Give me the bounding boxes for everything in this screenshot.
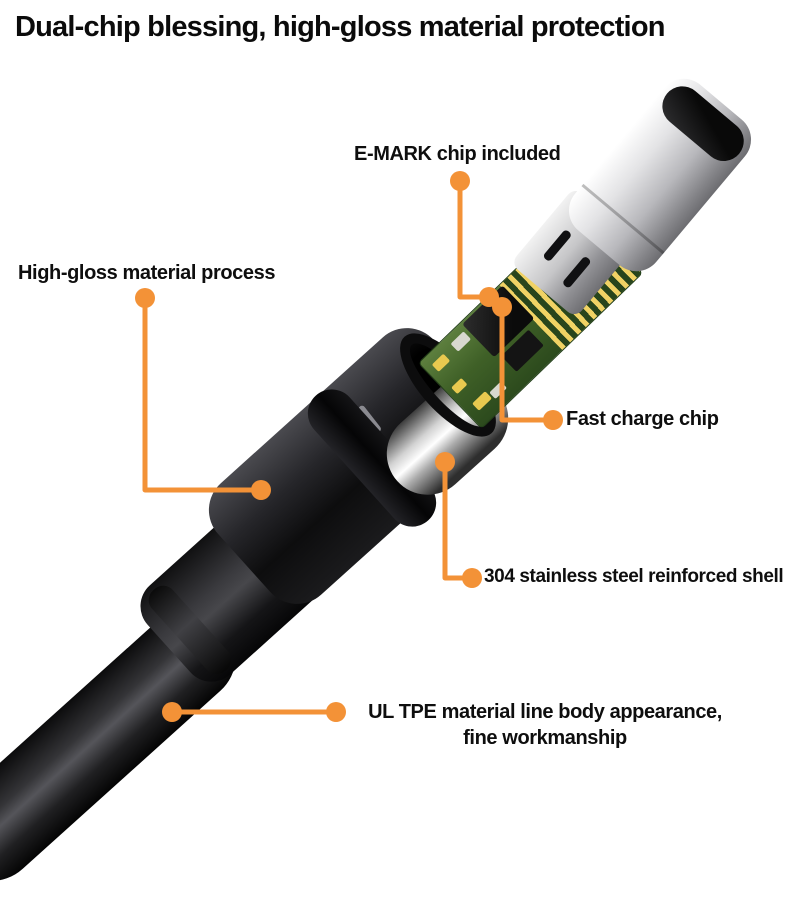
product-image: Dual-chip blessing, high-gloss material … xyxy=(0,11,784,900)
image-title: Dual-chip blessing, high-gloss material … xyxy=(15,11,665,43)
callout-label-steel-shell: 304 stainless steel reinforced shell xyxy=(484,566,784,587)
callout-line-fast-charge xyxy=(492,297,563,430)
callout-label-tpe-line1: UL TPE material line body appearance, xyxy=(368,701,722,723)
callout-line-tpe-body xyxy=(162,702,346,722)
callout-label-fast-charge: Fast charge chip xyxy=(566,408,719,430)
callout-lines xyxy=(135,171,563,722)
callout-label-tpe-line2: fine workmanship xyxy=(463,727,627,750)
callout-label-emark-chip: E-MARK chip included xyxy=(354,143,561,165)
callout-line-high-gloss xyxy=(135,288,271,500)
callout-line-steel-shell xyxy=(435,452,482,588)
callout-label-high-gloss: High-gloss material process xyxy=(18,262,276,284)
callout-label-tpe-body: UL TPE material line body appearance, fi… xyxy=(342,699,748,752)
callout-line-emark-chip xyxy=(450,171,499,307)
